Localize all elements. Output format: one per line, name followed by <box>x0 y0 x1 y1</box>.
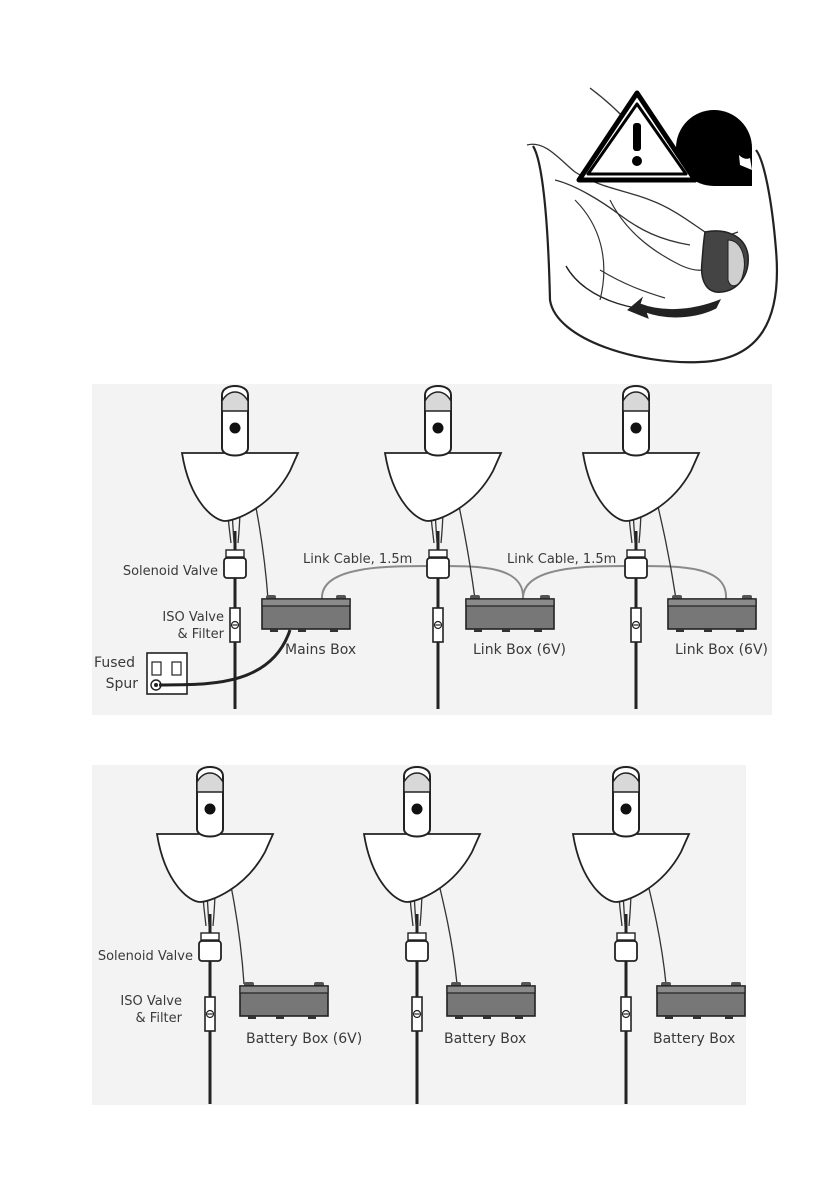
battery-diagram: Solenoid Valve ISO Valve & Filter Batter… <box>92 765 746 1105</box>
filter-label: & Filter <box>178 627 225 642</box>
link-box-label-2: Link Box (6V) <box>675 642 768 658</box>
spur-label: Spur <box>106 676 139 692</box>
mains-linked-diagram: Solenoid Valve ISO Valve & Filter Fused … <box>92 384 772 715</box>
fused-spur-socket <box>147 653 187 694</box>
battery-box-2 <box>447 982 535 1019</box>
iso-valve-label: ISO Valve <box>120 994 182 1009</box>
solenoid-valve-label: Solenoid Valve <box>98 949 193 964</box>
battery-box-1 <box>240 982 328 1019</box>
battery-box-label-2: Battery Box <box>444 1031 526 1047</box>
mains-box-label: Mains Box <box>285 642 356 658</box>
battery-box-label-1: Battery Box (6V) <box>246 1031 362 1047</box>
solenoid-valve-label: Solenoid Valve <box>123 564 218 579</box>
fused-label: Fused <box>94 655 135 671</box>
hand-warning-illustration <box>527 88 777 362</box>
link-box-2 <box>668 595 756 632</box>
filter-label: & Filter <box>136 1011 183 1026</box>
battery-box-3 <box>657 982 745 1019</box>
battery-box-label-3: Battery Box <box>653 1031 735 1047</box>
iso-valve-label: ISO Valve <box>162 610 224 625</box>
link-box-label-1: Link Box (6V) <box>473 642 566 658</box>
link-box-1 <box>466 595 554 632</box>
link-cable-label-2: Link Cable, 1.5m <box>507 552 616 567</box>
link-cable-label-1: Link Cable, 1.5m <box>303 552 412 567</box>
mains-box <box>262 595 350 632</box>
